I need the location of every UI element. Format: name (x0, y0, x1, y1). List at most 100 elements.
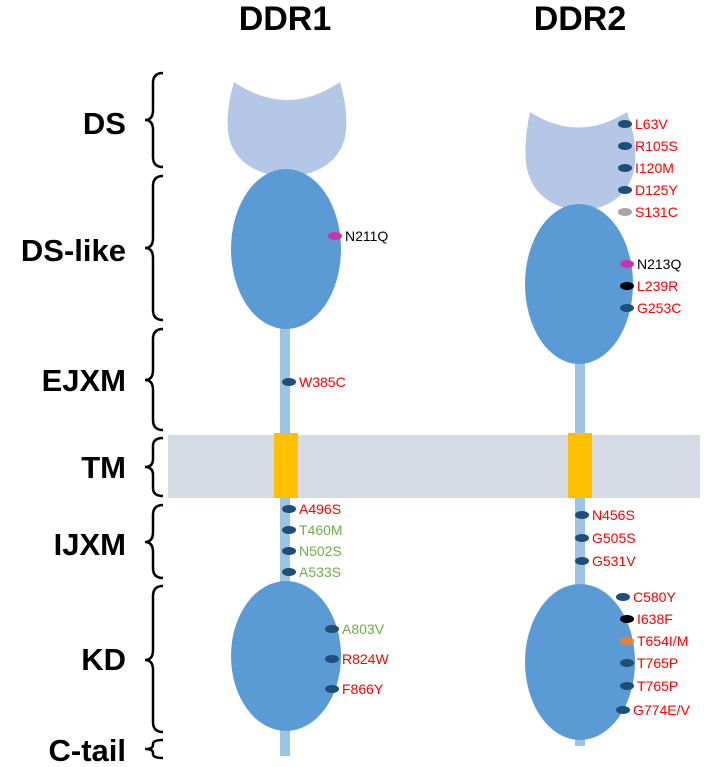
region-label-ds-like: DS-like (21, 233, 126, 268)
ddr2-mutation-dot (620, 304, 634, 312)
ddr1-mutation-dot (282, 505, 296, 513)
ddr2-mutation-label: N213Q (637, 256, 681, 272)
ddr2-mutation-dot (620, 682, 634, 690)
ddr1-mutation: N502S (282, 543, 342, 559)
ddr1-mutation-dot (325, 655, 339, 663)
ddr2-mutation-dot (620, 637, 634, 645)
ddr2-mutation-label: G505S (592, 530, 636, 546)
ddr2-discoidin-domain (525, 112, 636, 210)
bracket-ejxm (144, 327, 164, 432)
ddr1-mutation-dot (282, 378, 296, 386)
ddr2-transmembrane-segment (568, 433, 592, 498)
ddr2-mutation-label: T765P (637, 678, 678, 694)
ddr2-mutation-dot (616, 706, 630, 714)
bracket-tm (144, 436, 164, 498)
ddr2-mutation-dot (575, 557, 589, 565)
ddr2-mutation-dot (618, 120, 632, 128)
region-label-kd: KD (81, 642, 126, 677)
ddr2-mutation-dot (620, 260, 634, 268)
ddr2-mutation-dot (616, 593, 630, 601)
ddr2-mutation: G531V (575, 553, 636, 569)
ddr1-mutation: F866Y (325, 681, 384, 697)
ddr2-mutation-label: G253C (637, 300, 681, 316)
ddr2-kinase-domain (525, 584, 635, 740)
ddr1-mutation-dot (325, 625, 339, 633)
ddr2-mutation-dot (620, 615, 634, 623)
region-label-ijxm: IJXM (54, 527, 126, 562)
ddr2-mutation-dot (575, 534, 589, 542)
region-label-c-tail: C-tail (49, 733, 127, 767)
bracket-ds-like (144, 174, 164, 322)
ddr1-ds-like-domain (231, 169, 341, 329)
ddr2-mutation-label: I120M (635, 160, 674, 176)
ddr1-mutation-dot (282, 568, 296, 576)
ddr2-mutation: L239R (620, 278, 678, 294)
ddr1-mutation-dot (328, 232, 342, 240)
ddr2-mutation: G505S (575, 530, 636, 546)
ddr1-mutation-label: W385C (299, 374, 346, 390)
ddr2-mutation-dot (618, 186, 632, 194)
region-label-ds: DS (83, 106, 126, 141)
ddr1-mutation-label: R824W (342, 651, 389, 667)
bracket-ds (144, 71, 164, 169)
ddr1-mutation: R824W (325, 651, 389, 667)
bracket-c-tail (144, 738, 164, 760)
ddr1-mutation-dot (282, 526, 296, 534)
ddr2-mutation: T654I/M (620, 633, 688, 649)
ddr2-mutation-dot (620, 659, 634, 667)
ddr2-mutation: D125Y (618, 182, 678, 198)
ddr1-title: DDR1 (239, 0, 332, 38)
bracket-kd (144, 584, 164, 734)
ddr1-mutation: A533S (282, 564, 341, 580)
ddr2-protein (525, 112, 636, 746)
ddr1-mutation: N211Q (328, 228, 388, 244)
ddr1-mutation-label: A496S (299, 501, 341, 517)
ddr1-mutation-label: T460M (299, 522, 343, 538)
ddr1-stalk (280, 320, 290, 756)
ddr1-mutation: W385C (282, 374, 346, 390)
ddr2-ds-like-domain (525, 204, 633, 364)
ddr2-mutation-label: D125Y (635, 182, 678, 198)
ddr1-mutation-label: N502S (299, 543, 342, 559)
ddr2-mutation: G253C (620, 300, 681, 316)
ddr1-mutation-label: N211Q (345, 228, 388, 244)
ddr1-mutation-label: A803V (342, 621, 385, 637)
ddr2-mutation-label: G774E/V (633, 702, 690, 718)
ddr1-discoidin-domain (227, 82, 347, 177)
ddr2-mutation-label: R105S (635, 138, 678, 154)
ddr2-mutation-label: T765P (637, 655, 678, 671)
ddr1-mutation-dot (325, 685, 339, 693)
ddr2-title: DDR2 (534, 0, 627, 38)
ddr2-mutation-label: T654I/M (637, 633, 688, 649)
ddr2-mutation: G774E/V (616, 702, 690, 718)
region-label-ejxm: EJXM (42, 363, 126, 398)
ddr2-mutation-label: S131C (635, 204, 678, 220)
ddr1-protein (227, 82, 347, 756)
ddr2-mutation: I638F (620, 611, 673, 627)
ddr2-mutation-dot (618, 164, 632, 172)
ddr2-mutation: C580Y (616, 589, 676, 605)
region-label-tm: TM (81, 450, 126, 485)
ddr2-mutation: L63V (618, 116, 668, 132)
ddr2-mutation-label: L63V (635, 116, 668, 132)
ddr1-mutation-label: F866Y (342, 681, 384, 697)
ddr1-mutation: A496S (282, 501, 341, 517)
ddr2-mutation-label: G531V (592, 553, 636, 569)
ddr2-mutation-label: I638F (637, 611, 673, 627)
ddr2-mutation: S131C (618, 204, 678, 220)
ddr1-kinase-domain (231, 581, 341, 731)
ddr2-mutation-label: N456S (592, 507, 635, 523)
membrane-band (168, 435, 700, 498)
ddr2-mutation-dot (618, 142, 632, 150)
ddr2-mutation-dot (575, 511, 589, 519)
ddr1-mutation-dot (282, 547, 296, 555)
ddr2-mutation-label: C580Y (633, 589, 676, 605)
ddr2-mutation: N456S (575, 507, 635, 523)
ddr2-mutation: T765P (620, 678, 678, 694)
ddr2-mutation-label: L239R (637, 278, 678, 294)
ddr2-mutation: I120M (618, 160, 674, 176)
ddr1-transmembrane-segment (274, 433, 298, 498)
ddr2-mutation-dot (618, 208, 632, 216)
ddr1-mutation-label: A533S (299, 564, 341, 580)
ddr2-mutation-dot (620, 282, 634, 290)
